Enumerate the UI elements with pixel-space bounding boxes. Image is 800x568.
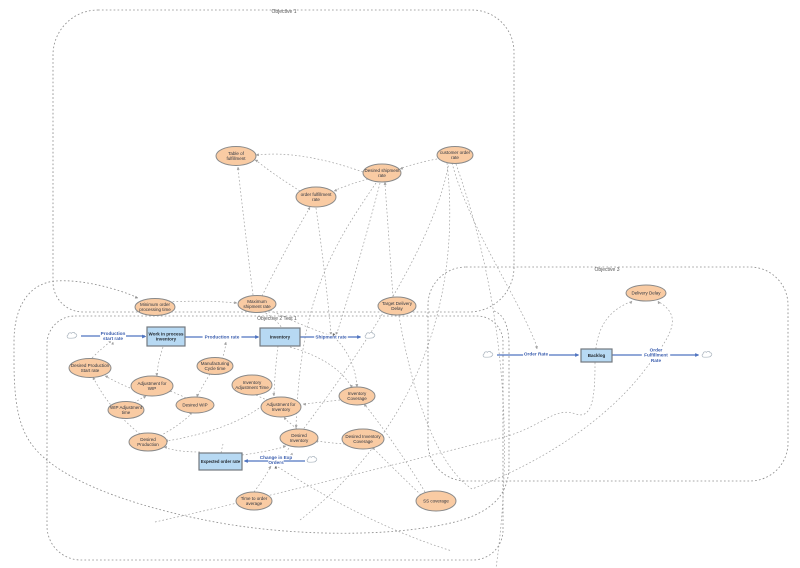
svg-text:customer order: customer order xyxy=(440,150,471,155)
svg-text:WIP Adjustment: WIP Adjustment xyxy=(110,405,143,410)
svg-text:order fulfillment: order fulfillment xyxy=(301,192,333,197)
svg-text:Start rate: Start rate xyxy=(81,368,100,373)
svg-text:Backlog: Backlog xyxy=(588,353,606,358)
svg-text:Expected order rate: Expected order rate xyxy=(201,459,241,464)
svg-text:Manufacturing: Manufacturing xyxy=(201,361,230,366)
svg-text:Delay: Delay xyxy=(391,306,403,311)
svg-text:Order: Order xyxy=(650,347,663,352)
svg-text:Coverage: Coverage xyxy=(347,396,367,401)
svg-text:Desired: Desired xyxy=(140,437,156,442)
svg-text:Inventory: Inventory xyxy=(290,438,309,443)
svg-text:Adjustment for: Adjustment for xyxy=(137,381,167,386)
svg-text:fulfillment: fulfillment xyxy=(226,156,246,161)
svg-text:Work in process: Work in process xyxy=(149,332,184,337)
svg-text:Objective 1: Objective 1 xyxy=(271,9,296,15)
svg-text:Inventory: Inventory xyxy=(348,391,367,396)
svg-text:average: average xyxy=(246,501,263,506)
svg-text:Target Delivery: Target Delivery xyxy=(382,301,413,306)
svg-text:Minimum order: Minimum order xyxy=(140,302,171,307)
svg-text:Adjustment for: Adjustment for xyxy=(266,402,296,407)
svg-text:Delivery Delay: Delivery Delay xyxy=(631,291,661,296)
svg-text:SS coverage: SS coverage xyxy=(423,499,449,504)
svg-text:rate: rate xyxy=(451,155,459,160)
svg-text:WIP: WIP xyxy=(148,386,157,391)
svg-text:Inventory: Inventory xyxy=(156,337,177,342)
svg-text:Objective 2 Test 1: Objective 2 Test 1 xyxy=(257,316,297,322)
svg-text:Shipment rate: Shipment rate xyxy=(315,335,347,340)
svg-text:Adjustment Time: Adjustment Time xyxy=(235,385,269,390)
svg-text:rate: rate xyxy=(312,197,320,202)
svg-text:Desired: Desired xyxy=(291,433,307,438)
svg-text:Desired WIP: Desired WIP xyxy=(182,403,207,408)
svg-text:Fulfillment: Fulfillment xyxy=(644,353,668,358)
svg-text:Inventory: Inventory xyxy=(272,407,291,412)
svg-text:time: time xyxy=(122,410,131,415)
svg-text:shipment rate: shipment rate xyxy=(243,304,271,309)
svg-text:Inventory: Inventory xyxy=(243,380,262,385)
svg-text:Production: Production xyxy=(101,331,126,336)
svg-text:Objective 3: Objective 3 xyxy=(594,267,619,273)
svg-text:Desired shipment: Desired shipment xyxy=(364,168,400,173)
svg-text:Production: Production xyxy=(137,442,159,447)
svg-text:Inventory: Inventory xyxy=(270,335,291,340)
svg-text:Time to order: Time to order xyxy=(241,496,268,501)
svg-text:Change in Exp: Change in Exp xyxy=(260,455,293,460)
svg-text:Rate: Rate xyxy=(651,358,662,363)
svg-text:Cycle time: Cycle time xyxy=(204,366,226,371)
svg-text:Desired Inventory: Desired Inventory xyxy=(345,434,381,439)
svg-text:Maximum: Maximum xyxy=(247,299,267,304)
svg-text:processing time: processing time xyxy=(139,307,171,312)
svg-text:start rate: start rate xyxy=(103,336,123,341)
svg-text:Orders: Orders xyxy=(268,460,284,465)
svg-text:Production rate: Production rate xyxy=(205,335,240,340)
svg-text:Order Rate: Order Rate xyxy=(524,352,549,357)
svg-text:Desired Production: Desired Production xyxy=(71,363,110,368)
svg-text:Coverage: Coverage xyxy=(353,439,373,444)
svg-text:rate: rate xyxy=(378,173,386,178)
svg-text:Table of: Table of xyxy=(228,151,245,156)
